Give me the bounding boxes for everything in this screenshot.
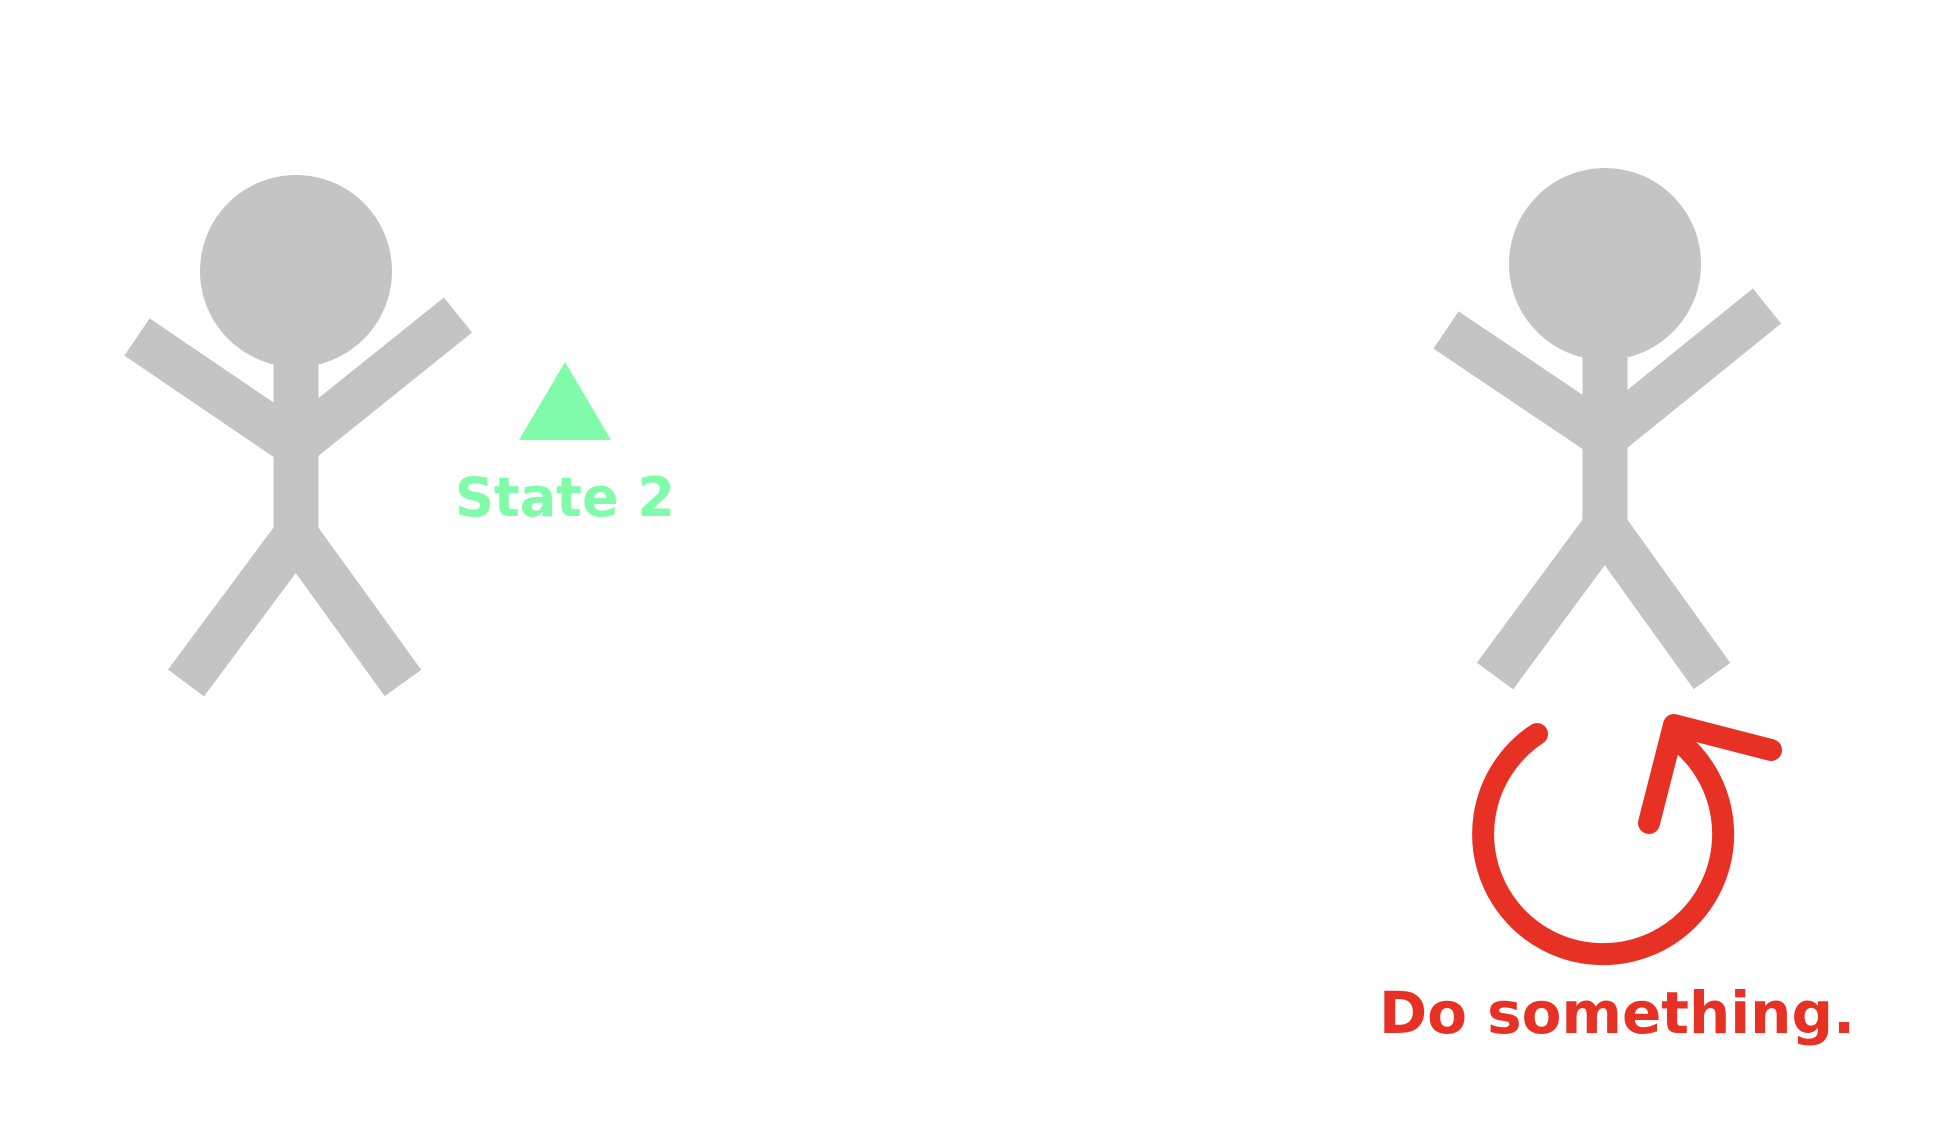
state-indicator: State 2 [455, 362, 675, 529]
action-indicator: Do something. [1379, 714, 1855, 1047]
stick-figure-left-body [124, 297, 473, 697]
stick-figure-right-body [1433, 288, 1782, 690]
stick-figure-left [124, 175, 473, 697]
triangle-icon [519, 362, 611, 440]
stick-figure-right-head [1509, 168, 1701, 360]
state-label: State 2 [455, 466, 675, 529]
stick-figure-left-head [200, 175, 392, 367]
stick-figure-right [1433, 168, 1782, 690]
circular-arrow-icon [1472, 714, 1782, 966]
action-label: Do something. [1379, 979, 1855, 1047]
